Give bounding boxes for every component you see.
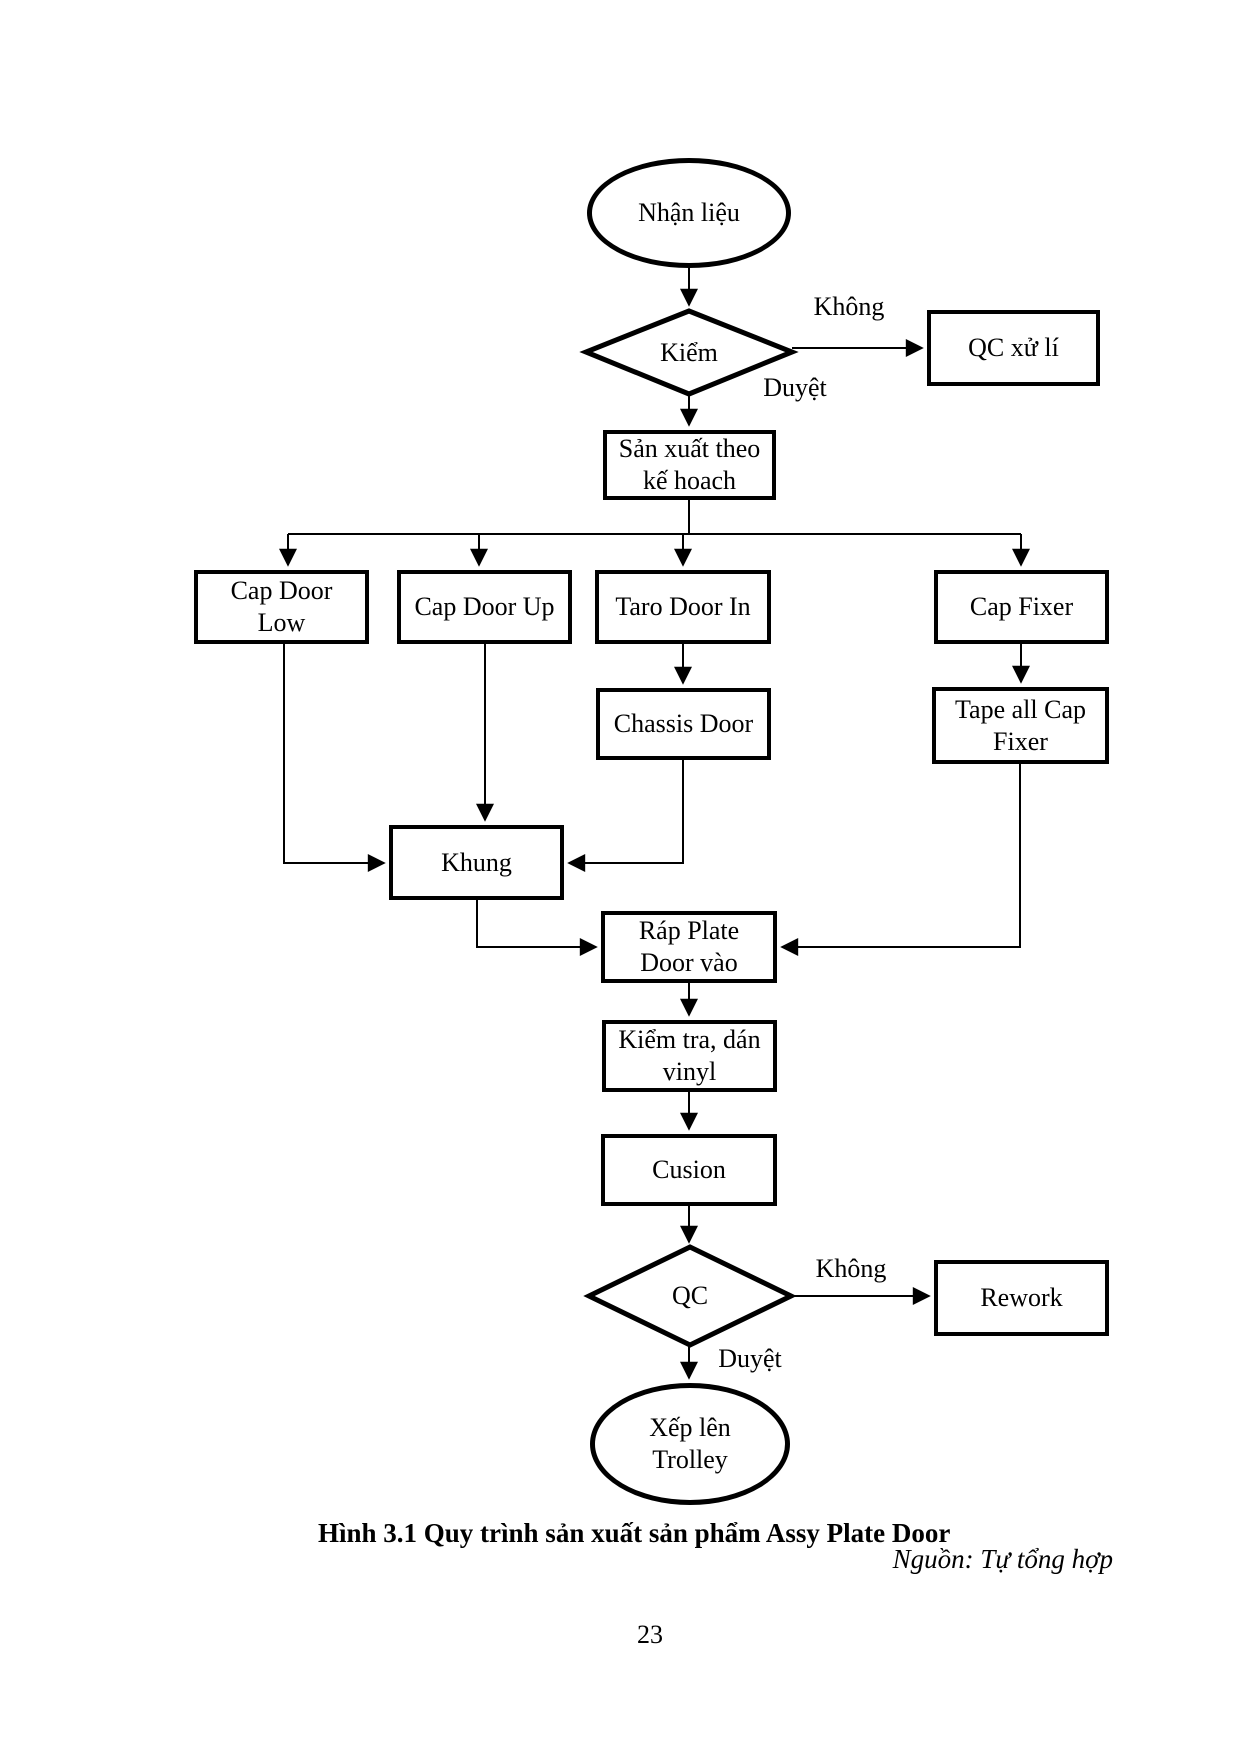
edge-tape-to-rapplate [780,764,1021,956]
edge-khung-to-rapplate [476,900,598,956]
node-cap-fixer: Cap Fixer [934,570,1109,644]
node-cap-door-low: Cap Door Low [194,570,369,644]
node-kiem-label: Kiểm [660,337,718,367]
node-qc-shape [583,1244,797,1348]
node-nhan-lieu: Nhận liệu [587,158,791,268]
node-taro-door-in: Taro Door In [595,570,771,644]
node-xep-len-trolley: Xếp lên Trolley [590,1383,790,1505]
node-xep-len-trolley-label: Xếp lên Trolley [649,1413,731,1474]
node-tape-all-cap-fixer-label: Tape all Cap Fixer [954,694,1086,756]
node-nhan-lieu-label: Nhận liệu [638,198,740,228]
node-kiem-shape [579,308,799,397]
node-chassis-door-label: Chassis Door [613,709,754,739]
node-rap-plate-door-vao: Ráp Plate Door vào [601,911,777,983]
node-rap-plate-door-vao-label: Ráp Plate Door vào [638,916,740,977]
node-qc-label: QC [671,1281,709,1310]
node-san-xuat: Sản xuất theo kế hoach [603,430,776,500]
node-cap-door-low-label: Cap Door Low [230,576,333,637]
page-number: 23 [637,1620,663,1649]
node-khung: Khung [389,825,564,900]
edge-chassis-to-khung [567,760,684,872]
node-khung-label: Khung [441,847,512,877]
node-san-xuat-label: Sản xuất theo kế hoach [618,434,761,495]
node-kiem-tra-dan-vinyl-label: Kiểm tra, dán vinyl [618,1025,761,1086]
node-rework-label: Rework [980,1283,1063,1313]
edge-label-kiem-duyet: Duyệt [763,373,827,402]
node-qc-xu-li: QC xử lí [927,310,1100,386]
node-chassis-door: Chassis Door [596,688,771,760]
node-cap-fixer-label: Cap Fixer [969,592,1074,622]
source-note: Nguồn: Tự tổng hợp [892,1544,1113,1574]
figure-caption: Hình 3.1 Quy trình sản xuất sản phẩm Ass… [318,1518,951,1548]
node-cusion: Cusion [601,1134,777,1206]
edge-label-qc-khong: Không [815,1254,887,1283]
edge-label-kiem-khong: Không [813,292,885,321]
node-qc-xu-li-label: QC xử lí [968,333,1059,363]
edge-capdoorlow-to-khung [283,644,386,872]
edge-label-qc-duyet: Duyệt [718,1344,782,1373]
node-cusion-label: Cusion [652,1155,726,1185]
node-cap-door-up: Cap Door Up [397,570,572,644]
node-taro-door-in-label: Taro Door In [615,592,751,622]
node-cap-door-up-label: Cap Door Up [414,592,555,622]
node-kiem-tra-dan-vinyl: Kiểm tra, dán vinyl [602,1020,777,1092]
node-tape-all-cap-fixer: Tape all Cap Fixer [932,687,1109,764]
node-rework: Rework [934,1260,1109,1336]
